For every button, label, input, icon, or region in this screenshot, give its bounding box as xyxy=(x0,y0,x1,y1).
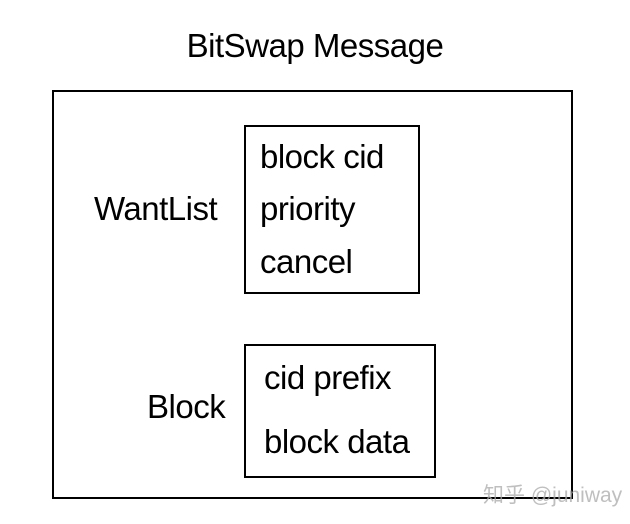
block-box: cid prefix block data xyxy=(244,344,436,478)
block-field-cid-prefix: cid prefix xyxy=(264,359,392,396)
bitswap-message-box xyxy=(52,90,573,499)
block-field-block-data: block data xyxy=(264,423,410,460)
wantlist-box: block cid priority cancel xyxy=(244,125,420,294)
diagram-title: BitSwap Message xyxy=(186,27,444,64)
watermark: 知乎 @juniway xyxy=(483,484,623,507)
wantlist-label: WantList xyxy=(94,190,218,227)
wantlist-field-cancel: cancel xyxy=(260,243,353,280)
block-label: Block xyxy=(147,388,226,425)
wantlist-field-block-cid: block cid xyxy=(260,138,384,175)
wantlist-field-priority: priority xyxy=(260,190,356,227)
